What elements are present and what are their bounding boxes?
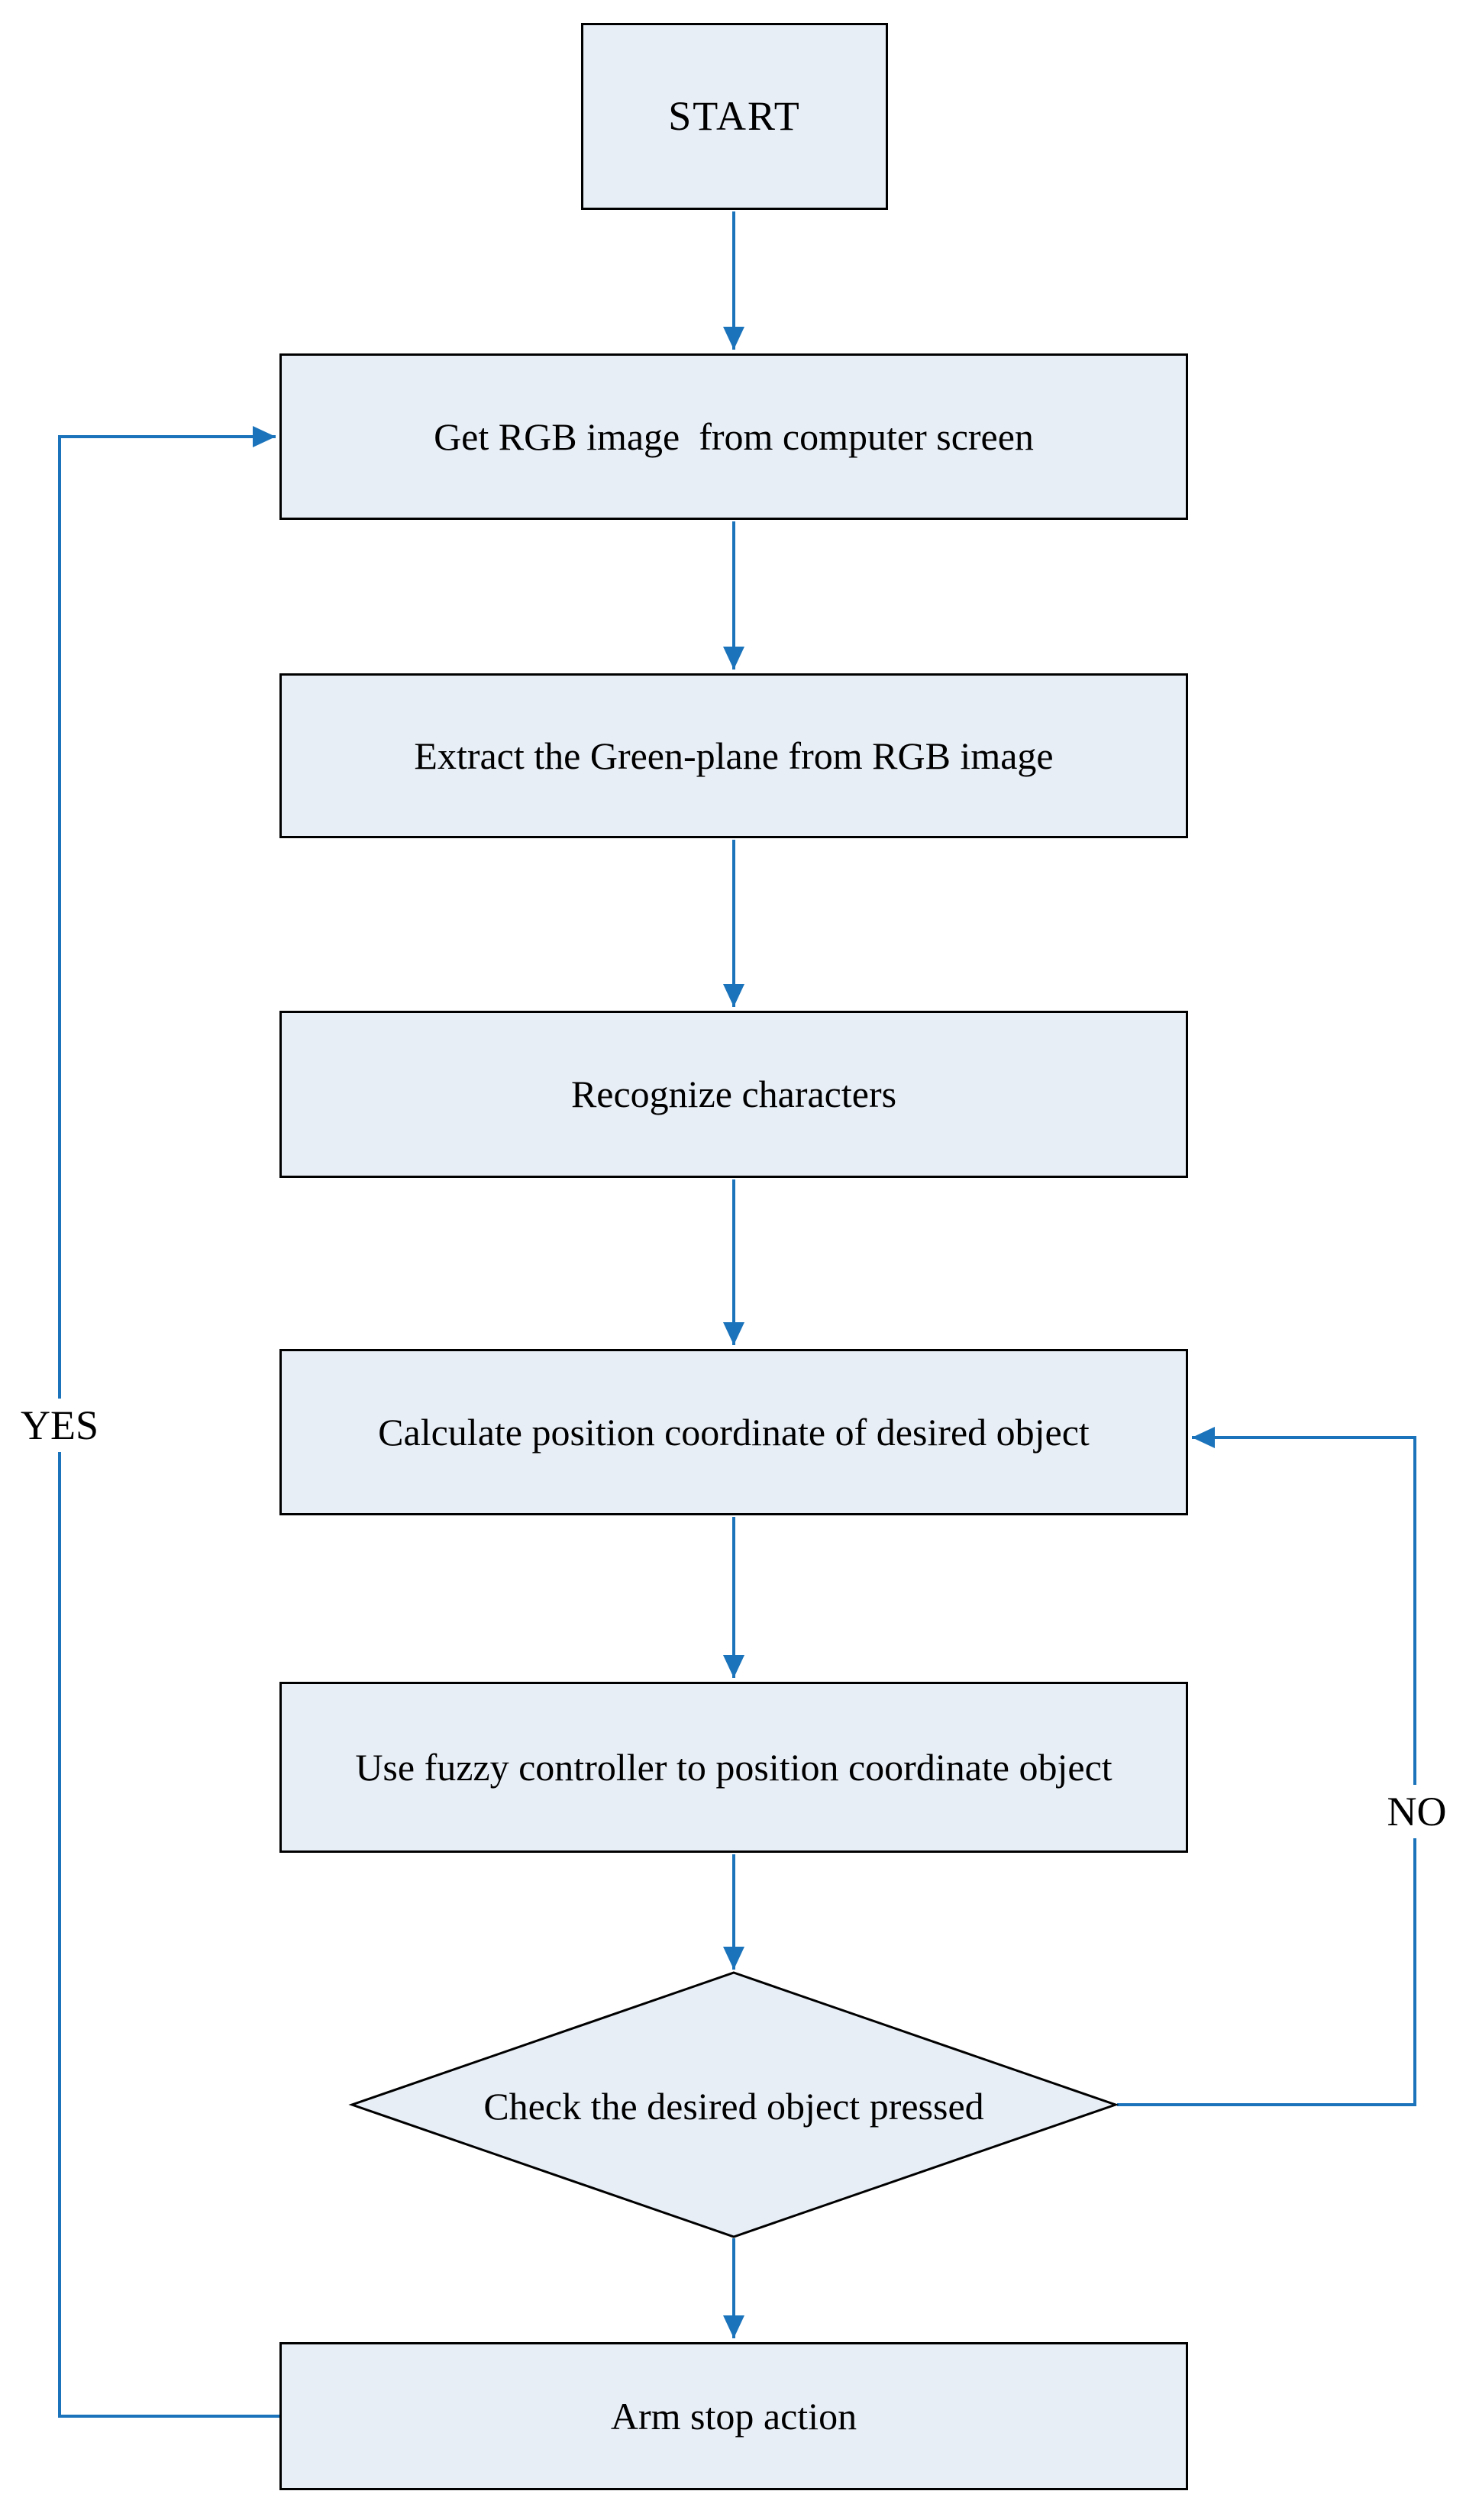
decision-diamond — [348, 1971, 1119, 2238]
node-extract-green-plane: Extract the Green-plane from RGB image — [279, 673, 1188, 838]
edge-label-no: NO — [1373, 1785, 1461, 1838]
node-get-rgb-image: Get RGB image from computer screen — [279, 353, 1188, 520]
node-arm-stop-action: Arm stop action — [279, 2342, 1188, 2490]
node-start: START — [581, 23, 888, 210]
node-recognize-characters: Recognize characters — [279, 1011, 1188, 1178]
node-fuzzy-controller: Use fuzzy controller to position coordin… — [279, 1682, 1188, 1853]
node-decision-label: Check the desired object pressed — [483, 2085, 984, 2128]
edge-label-yes: YES — [6, 1399, 113, 1452]
node-calculate-position: Calculate position coordinate of desired… — [279, 1349, 1188, 1515]
edge-decision-calc-no — [1117, 1427, 1416, 2106]
